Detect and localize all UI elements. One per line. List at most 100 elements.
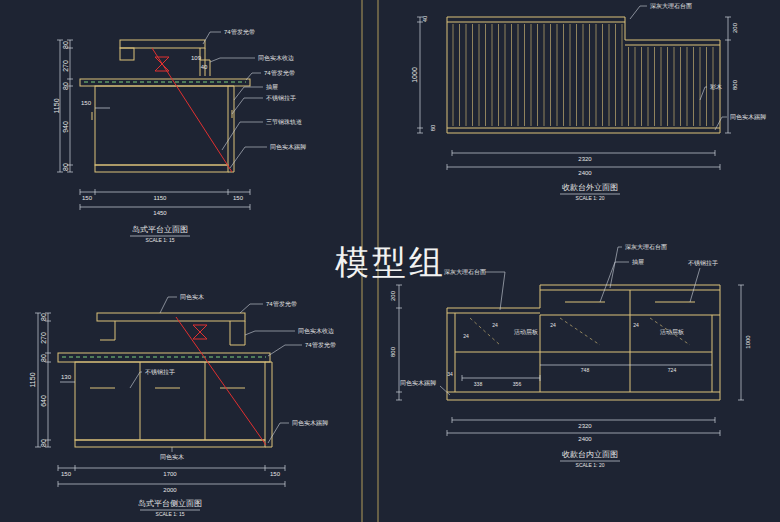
panel-stripe xyxy=(583,24,584,126)
drawing-label: 三节钢珠轨道 xyxy=(266,119,302,125)
panel-stripe xyxy=(570,24,571,126)
panel-stripe xyxy=(628,47,629,126)
drawing-label: 150 xyxy=(81,100,91,106)
drawing-label: 深灰大理石台面 xyxy=(625,244,667,250)
drawing-label: 74管发光带 xyxy=(224,29,255,35)
drawing-label: 150 xyxy=(270,471,280,477)
drawing-label: 800 xyxy=(732,80,738,90)
panel-stripe xyxy=(505,24,506,126)
section-line xyxy=(152,48,232,172)
section-line xyxy=(176,317,266,445)
drawing-label: 200 xyxy=(732,23,738,33)
hidden-lines xyxy=(470,318,690,345)
panel-stripe xyxy=(518,24,519,126)
panel-stripe xyxy=(576,24,577,126)
drawing-label: 800 xyxy=(390,347,396,357)
drawing-label: 不锈钢拉手 xyxy=(145,369,175,375)
drawing-label: 640 xyxy=(40,395,47,407)
island-side-elevation xyxy=(58,313,272,447)
drawing-label: 2000 xyxy=(163,487,176,493)
panel-stripe xyxy=(479,24,480,126)
view-title: 岛式平台立面图 xyxy=(132,226,188,234)
island-elevation xyxy=(80,40,250,172)
watermark: 模型组 xyxy=(335,245,446,279)
drawing-label: 同色实木收边 xyxy=(258,55,294,61)
drawing-label: 同色实木踢脚 xyxy=(400,380,436,386)
drawing-label: 24 xyxy=(463,334,469,339)
panel-stripe xyxy=(674,47,675,126)
drawing-label: 40 xyxy=(201,64,208,70)
drawing-label: 74管发光带 xyxy=(264,70,295,76)
panel-stripe xyxy=(706,47,707,126)
panel-stripe xyxy=(531,24,532,126)
drawing-label: SCALE 1: 20 xyxy=(576,463,605,468)
drawing-label: 彩木 xyxy=(710,84,722,90)
panel-stripe xyxy=(680,47,681,126)
drawing-label: 不锈钢拉手 xyxy=(688,260,718,266)
drawing-label: 150 xyxy=(233,195,243,201)
drawing-label: 24 xyxy=(492,323,498,328)
drawing-label: 724 xyxy=(668,368,676,373)
drawing-label: 1000 xyxy=(411,67,418,83)
panel-stripe xyxy=(667,47,668,126)
counter-outer-elevation xyxy=(447,17,720,133)
drawing-label: 同色实木 xyxy=(160,454,184,460)
panel-stripe xyxy=(661,47,662,126)
leader-lines xyxy=(203,32,267,168)
leader-lines xyxy=(630,6,727,130)
drawing-label: 1150 xyxy=(53,98,60,113)
panel-stripe xyxy=(589,24,590,126)
panel-stripe xyxy=(511,24,512,126)
drawing-label: 不锈钢拉手 xyxy=(266,95,296,101)
drawing-label: 同色实木踢脚 xyxy=(270,144,306,150)
drawing-label: 2400 xyxy=(578,436,591,442)
panel-stripe xyxy=(596,24,597,126)
drawing-label: 356 xyxy=(513,382,521,387)
panel-stripe xyxy=(498,24,499,126)
panel-stripe xyxy=(472,24,473,126)
dimension-lines xyxy=(417,17,731,194)
dimension-lines xyxy=(57,40,250,236)
drawing-label: 109 xyxy=(191,55,201,61)
leader-lines xyxy=(130,297,302,452)
drawing-label: 同色实木 xyxy=(180,294,204,300)
panel-stripe xyxy=(459,24,460,126)
drawing-label: 80 xyxy=(430,125,436,132)
drawing-label: 74管发光带 xyxy=(305,342,336,348)
panel-stripe xyxy=(693,47,694,126)
drawing-label: 活动层板 xyxy=(514,329,538,335)
leader-lines xyxy=(440,247,700,395)
panel-stripe xyxy=(550,24,551,126)
drawing-label: 2320 xyxy=(578,156,591,162)
panel-stripe xyxy=(485,24,486,126)
panel-stripe xyxy=(524,24,525,126)
drawing-label: 748 xyxy=(581,368,589,373)
drawing-label: 74管发光带 xyxy=(266,301,297,307)
drawing-label: 2320 xyxy=(578,423,591,429)
drawing-label: SCALE 1: 20 xyxy=(576,196,605,201)
drawing-label: SCALE 1: 15 xyxy=(146,238,175,243)
drawing-label: 130 xyxy=(61,374,71,380)
drawing-label: 940 xyxy=(62,121,69,133)
panel-stripe xyxy=(654,47,655,126)
drawing-label: 80 xyxy=(62,163,69,171)
light-strip xyxy=(84,82,246,83)
panel-stripe xyxy=(622,24,623,126)
drawing-label: 同色实木踢脚 xyxy=(292,420,328,426)
drawing-label: 24 xyxy=(550,323,556,328)
panel-stripe xyxy=(635,47,636,126)
counter-inner-elevation xyxy=(447,285,720,400)
panel-stripe xyxy=(602,24,603,126)
panel-stripe xyxy=(700,47,701,126)
panel-stripe xyxy=(453,24,454,126)
drawing-label: 24 xyxy=(633,323,639,328)
panel-stripe xyxy=(609,24,610,126)
dimension-lines xyxy=(396,285,744,461)
drawing-label: 338 xyxy=(474,382,482,387)
drawing-label: 200 xyxy=(390,291,396,301)
drawing-label: 活动层板 xyxy=(660,329,684,335)
drawing-label: 150 xyxy=(61,471,71,477)
drawing-label: 270 xyxy=(62,60,69,72)
panel-stripe xyxy=(537,24,538,126)
